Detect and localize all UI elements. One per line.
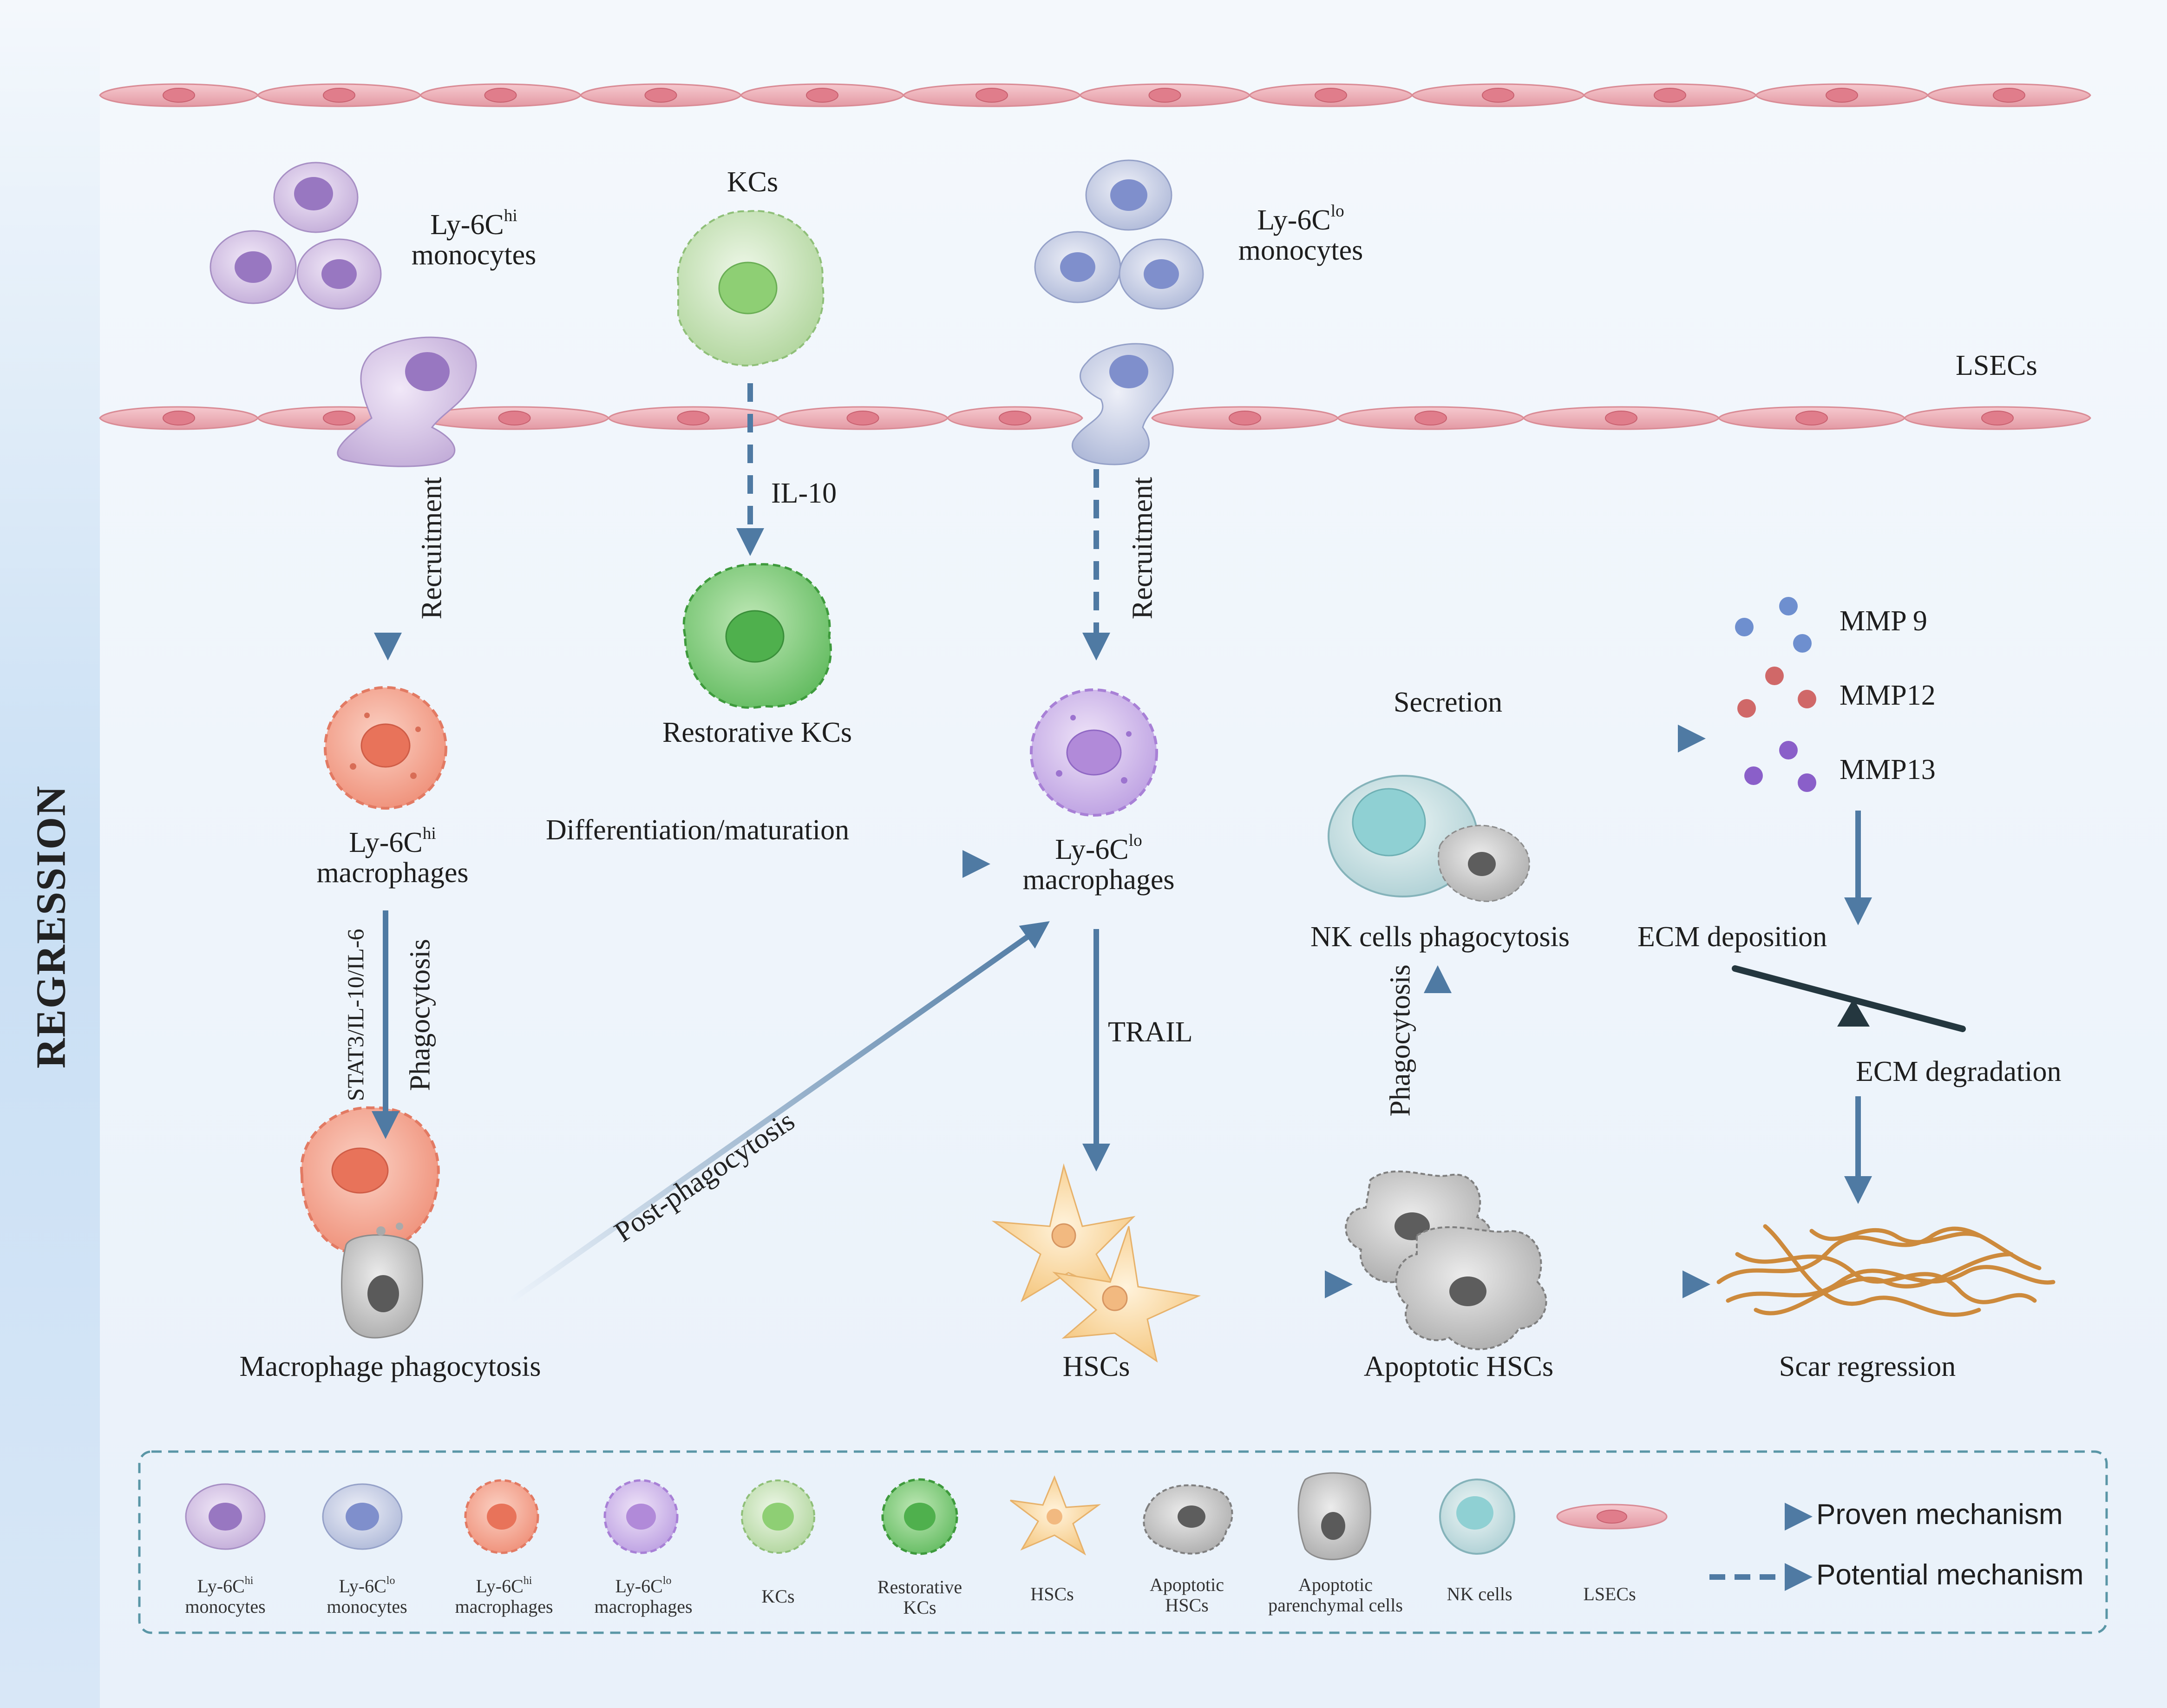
label-recruitment-right: Recruitment: [1126, 477, 1159, 620]
legend-label-nk-cells: NK cells: [1447, 1584, 1512, 1604]
lsec-cell: [99, 83, 259, 107]
lsec-cell: [740, 83, 904, 107]
lsec-cell: [1583, 83, 1757, 107]
label-mmp9: MMP 9: [1840, 605, 1927, 637]
lsec-row-top: [99, 83, 2091, 107]
regression-label: REGRESSION: [28, 785, 74, 1069]
label-lsecs: LSECs: [1956, 350, 2037, 381]
lsec-cell: [99, 406, 259, 430]
lsec-cell: [1249, 83, 1413, 107]
legend-label-potential: Potential mechanism: [1816, 1559, 2084, 1591]
arrows: [372, 383, 1872, 1303]
label-mmp12: MMP12: [1840, 680, 1936, 711]
lsec-cell: [419, 406, 609, 430]
label-nk-phagocytosis: NK cells phagocytosis: [1310, 921, 1570, 953]
label-monocytes-lo: Ly-6Clo monocytes: [1238, 202, 1363, 266]
label-ecm-degradation: ECM degradation: [1856, 1056, 2062, 1087]
legend-label-hscs: HSCs: [1030, 1584, 1074, 1604]
label-monocytes-hi: Ly-6Chi monocytes: [411, 206, 537, 271]
legend-label-kcs: KCs: [761, 1586, 795, 1607]
apoptotic-hsc-cells: [1345, 1170, 1547, 1350]
lsec-cell: [1755, 83, 1929, 107]
monocyte-hi-cluster: [209, 162, 382, 310]
label-macrophage-phagocytosis: Macrophage phagocytosis: [239, 1351, 541, 1382]
nk-cell-phagocytosis: [1328, 775, 1530, 902]
legend-icon-kc: [741, 1479, 815, 1554]
mmp12-dots: [1737, 667, 1816, 718]
label-apoptotic-hscs: Apoptotic HSCs: [1363, 1351, 1554, 1382]
label-ecm-deposition: ECM deposition: [1637, 921, 1827, 953]
transmigrating-monocyte-lo: [1072, 343, 1174, 465]
lsec-cell: [947, 406, 1083, 430]
transmigrating-monocyte-hi: [337, 336, 477, 467]
legend-icon-lsec: [1556, 1504, 1668, 1530]
restorative-kc-cell: [682, 563, 832, 709]
legend-icon-nk-cell: [1439, 1479, 1515, 1555]
label-kcs: KCs: [727, 166, 779, 198]
lsec-cell: [1718, 406, 1905, 430]
lsec-cell: [1927, 83, 2091, 107]
label-phagocytosis-left: Phagocytosis: [404, 939, 436, 1091]
macrophage-hi-cell: [324, 686, 447, 810]
label-restorative-kcs: Restorative KCs: [662, 717, 852, 748]
lsec-row-middle: [99, 406, 2091, 430]
legend-box: [138, 1450, 2108, 1634]
label-macrophages-lo: Ly-6Clo macrophages: [1022, 831, 1175, 896]
lsec-cell: [1337, 406, 1525, 430]
label-recruitment-left: Recruitment: [416, 477, 448, 620]
lsec-cell: [903, 83, 1081, 107]
lsec-cell: [257, 83, 421, 107]
legend-icon-macrophage-hi: [464, 1479, 539, 1554]
lsec-cell: [1523, 406, 1720, 430]
legend-icon-apoptotic-parenchymal: [1297, 1472, 1371, 1560]
label-il10: IL-10: [771, 478, 837, 509]
legend-icon-monocyte-hi: [185, 1483, 266, 1550]
legend-icon-monocyte-lo: [322, 1483, 403, 1550]
legend-icon-macrophage-lo: [603, 1479, 679, 1554]
hsc-cells: [991, 1163, 1201, 1363]
legend-icon-apoptotic-hsc: [1143, 1484, 1233, 1555]
lsec-cell: [580, 83, 742, 107]
monocyte-lo-cluster: [1034, 159, 1204, 310]
mmp13-dots: [1744, 741, 1816, 792]
label-scar-regression: Scar regression: [1779, 1351, 1956, 1382]
label-hscs: HSCs: [1062, 1351, 1130, 1382]
lsec-cell: [1904, 406, 2091, 430]
label-differentiation: Differentiation/maturation: [546, 814, 850, 846]
ecm-balance: [1732, 965, 1966, 1032]
legend-icon-hsc: [1010, 1475, 1101, 1556]
mmp9-dots: [1735, 597, 1812, 653]
legend-icon-restorative-kc: [881, 1478, 958, 1555]
lsec-cell: [777, 406, 949, 430]
label-mmp13: MMP13: [1840, 754, 1936, 785]
side-band: [0, 0, 100, 1708]
label-phagocytosis-nk: Phagocytosis: [1384, 964, 1416, 1117]
label-trail: TRAIL: [1108, 1016, 1193, 1048]
lsec-cell: [1151, 406, 1339, 430]
label-macrophages-hi: Ly-6Chi macrophages: [316, 824, 469, 889]
arrow-post-phagocytosis: [509, 921, 1050, 1303]
label-stat3: STAT3/IL-10/IL-6: [342, 929, 368, 1101]
macrophage-lo-cell: [1030, 688, 1158, 817]
lsec-cell: [1079, 83, 1250, 107]
scar-fibers: [1716, 1224, 2056, 1317]
legend-label-lsecs: LSECs: [1583, 1584, 1636, 1604]
kc-cell: [677, 210, 825, 366]
macrophage-phagocytosis-cell: [300, 1106, 440, 1339]
label-secretion: Secretion: [1394, 687, 1503, 718]
legend-label-proven: Proven mechanism: [1816, 1499, 2063, 1531]
lsec-cell: [1411, 83, 1585, 107]
legend-icons: [185, 1472, 1813, 1591]
lsec-cell: [419, 83, 582, 107]
lsec-cell: [608, 406, 779, 430]
